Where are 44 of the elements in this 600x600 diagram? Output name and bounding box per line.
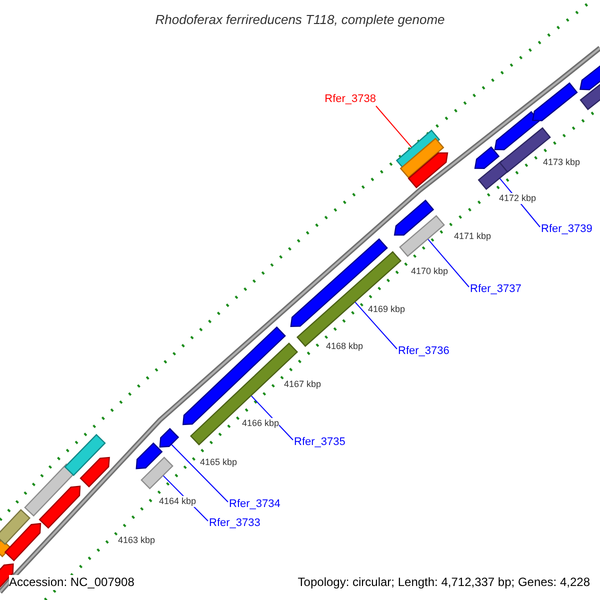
gene-label: Rfer_3734 <box>229 498 280 511</box>
gene-label: Rfer_3738 <box>324 93 376 106</box>
leader-line <box>376 106 412 148</box>
leader-line <box>354 302 398 350</box>
genome-summary: Topology: circular; Length: 4,712,337 bp; Genes: 4,228 <box>298 575 590 590</box>
tick-label: 4169 kbp <box>368 304 406 315</box>
gene-feature-block <box>140 456 174 490</box>
tick-label: 4167 kbp <box>284 379 322 390</box>
gene-label: Rfer_3736 <box>398 345 450 358</box>
gene-feature-block <box>474 146 500 169</box>
gene-feature-block <box>494 111 540 150</box>
gene-feature-block <box>24 463 76 517</box>
gene-feature-block <box>532 82 578 122</box>
tick-label: 4170 kbp <box>411 266 448 277</box>
gene-feature-block <box>4 522 42 562</box>
gene-feature-block <box>0 508 31 546</box>
gene-feature-block <box>579 65 600 90</box>
gene-label: Rfer_3735 <box>294 436 346 449</box>
leader-line <box>250 395 294 440</box>
gene-feature-block <box>159 428 180 448</box>
tick-label: 4172 kbp <box>499 193 536 204</box>
tick-label: 4166 kbp <box>242 418 280 429</box>
gene-feature-block <box>399 214 445 258</box>
tick-label: 4163 kbp <box>118 535 156 546</box>
tick-label: 4164 kbp <box>159 496 196 507</box>
diagram-title: Rhodoferax ferrireducens T118, complete genome <box>154 11 446 29</box>
accession-note: Accession: NC_007908 <box>9 575 134 590</box>
gene-feature-block <box>290 238 388 328</box>
gene-label: Rfer_3737 <box>470 283 522 296</box>
gene-feature-block <box>394 200 434 236</box>
leader-line <box>171 444 228 502</box>
gene-feature-block <box>38 486 81 529</box>
gene-feature-block <box>400 138 444 178</box>
tick-label: 4168 kbp <box>326 341 364 352</box>
tick-label: 4171 kbp <box>454 231 492 242</box>
tick-label: 4173 kbp <box>543 157 580 168</box>
gene-label: Rfer_3733 <box>209 517 260 530</box>
gene-feature-block <box>80 456 110 488</box>
gene-feature-block <box>408 152 448 188</box>
gene-label: Rfer_3739 <box>541 223 592 236</box>
leader-line <box>428 238 470 288</box>
gene-feature-block <box>136 442 163 470</box>
gene-feature-block <box>64 434 106 476</box>
tick-label: 4165 kbp <box>200 457 238 468</box>
